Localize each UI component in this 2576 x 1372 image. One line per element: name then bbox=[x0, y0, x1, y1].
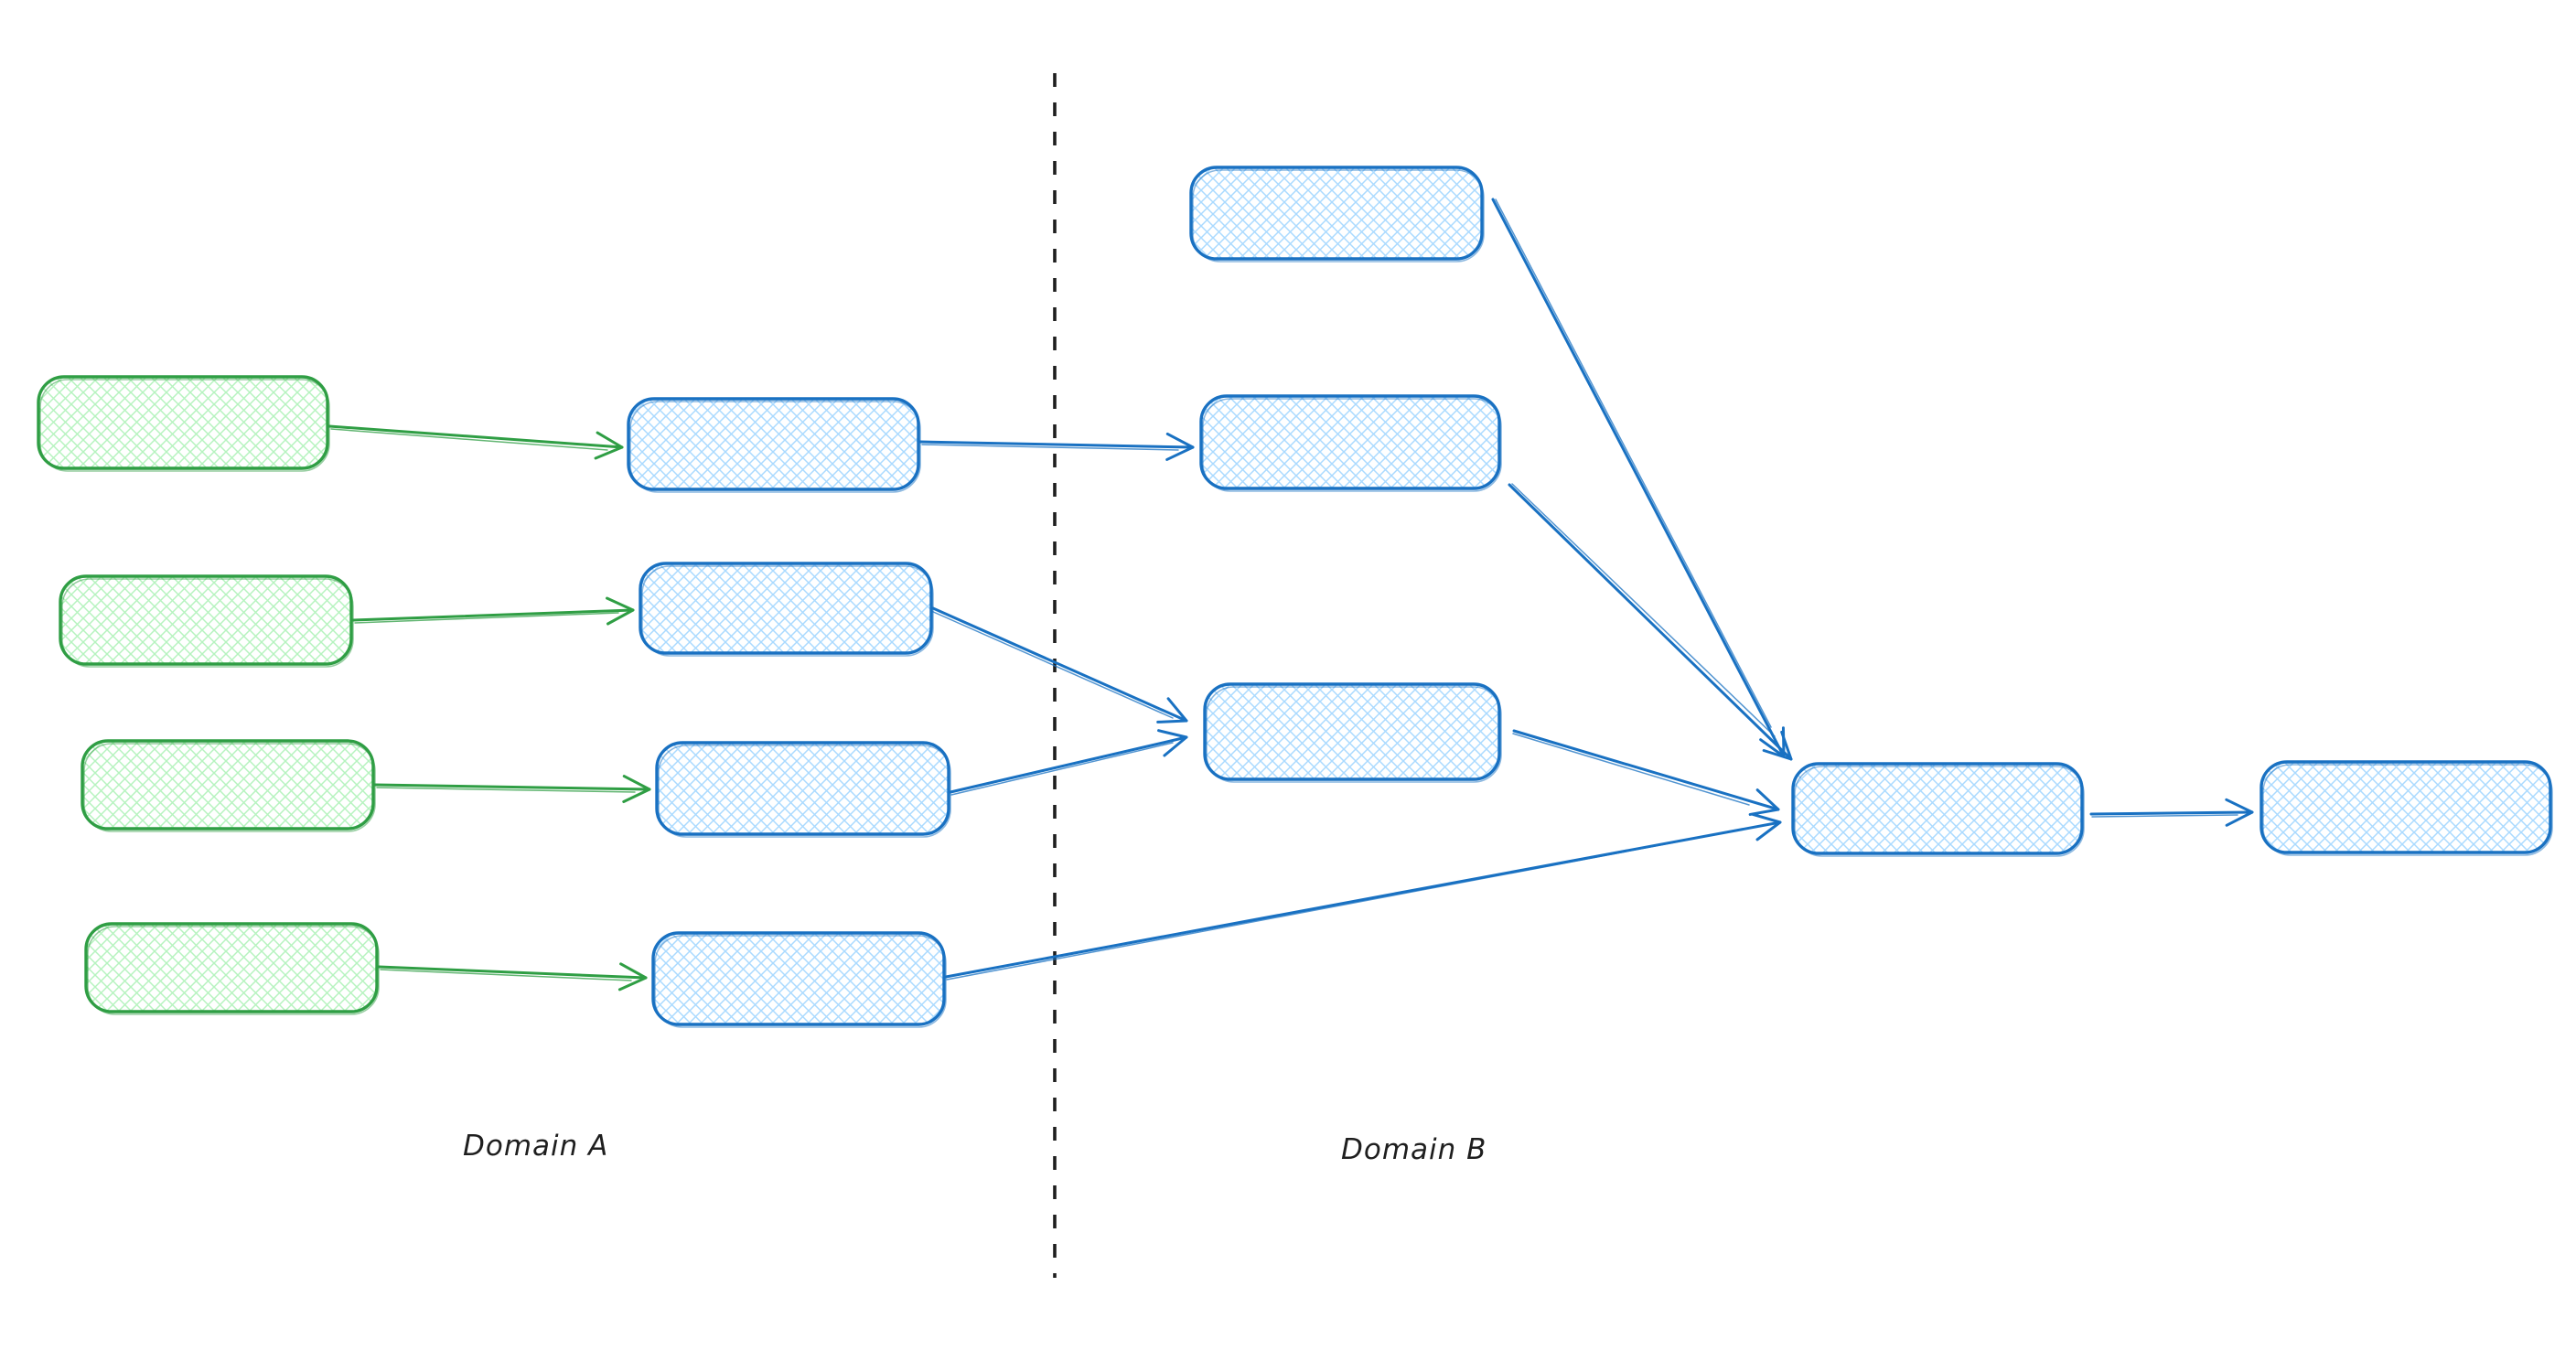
arrow-green2-to-a2 bbox=[351, 596, 635, 626]
node-blue-b1 bbox=[1189, 166, 1485, 263]
node-green-2 bbox=[59, 574, 354, 668]
arrow-a2-to-b3 bbox=[930, 606, 1188, 724]
node-blue-a3 bbox=[655, 741, 951, 838]
arrow-green1-to-a1 bbox=[327, 424, 624, 460]
node-blue-a4 bbox=[651, 931, 947, 1028]
node-green-3 bbox=[80, 739, 376, 832]
node-green-4 bbox=[84, 922, 380, 1015]
node-blue-a1 bbox=[627, 397, 921, 493]
arrow-green3-to-a3 bbox=[373, 775, 651, 804]
node-blue-merge bbox=[1791, 762, 2085, 857]
domain-a-label: Domain A bbox=[463, 1130, 608, 1163]
arrow-a4-to-merge bbox=[944, 812, 1782, 981]
node-blue-b2 bbox=[1199, 394, 1502, 492]
node-blue-a2 bbox=[639, 562, 934, 657]
arrow-b2-to-merge bbox=[1508, 483, 1793, 761]
arrow-b3-to-merge bbox=[1512, 729, 1780, 816]
arrow-b1-to-merge bbox=[1491, 198, 1786, 758]
node-blue-b3 bbox=[1203, 682, 1502, 783]
arrow-merge-to-final bbox=[2089, 798, 2254, 827]
node-green-1 bbox=[37, 375, 330, 472]
domain-b-label: Domain B bbox=[1341, 1133, 1487, 1166]
arrow-green4-to-a4 bbox=[377, 962, 648, 991]
node-blue-final bbox=[2259, 760, 2553, 856]
arrow-a1-to-b2 bbox=[918, 432, 1195, 461]
arrow-a3-to-b3 bbox=[949, 729, 1188, 796]
